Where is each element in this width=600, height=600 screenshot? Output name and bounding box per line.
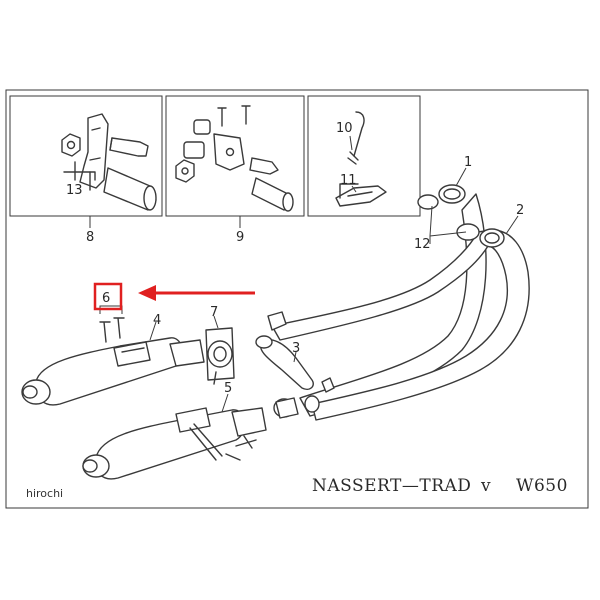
callout-6: 6: [102, 291, 110, 306]
inset-box-8: [9, 95, 163, 217]
model-label: W650: [516, 476, 568, 496]
callout-10: 10: [336, 121, 353, 136]
highlight-box-6: [93, 282, 123, 311]
callout-13: 13: [66, 183, 83, 198]
gasket-rings-12: [417, 184, 505, 248]
clamp-joint: [273, 395, 320, 419]
exhaust-pipe-2: [271, 229, 530, 421]
clamp-7: [205, 327, 235, 385]
title-mark: v: [480, 476, 491, 496]
connector-3: [255, 311, 335, 393]
callout-4: 4: [153, 313, 161, 328]
inset-box-10-11: [307, 95, 421, 217]
red-arrow: [138, 285, 255, 301]
callout-3: 3: [292, 341, 300, 356]
diagram-title: NASSERT—TRAD: [312, 476, 471, 496]
callout-7: 7: [210, 305, 218, 320]
muffler-4: [21, 317, 205, 406]
inset-box-9: [165, 95, 305, 217]
diagram-frame: [5, 89, 589, 509]
callout-2: 2: [516, 203, 524, 218]
callout-5: 5: [224, 381, 232, 396]
callout-9: 9: [236, 230, 244, 245]
leader-lines: [89, 135, 519, 413]
muffler-5: [82, 407, 267, 480]
callout-8: 8: [86, 230, 94, 245]
callout-1: 1: [464, 155, 472, 170]
callout-11: 11: [340, 173, 357, 188]
watermark-text: hirochi: [26, 487, 63, 500]
callout-12: 12: [414, 237, 431, 252]
